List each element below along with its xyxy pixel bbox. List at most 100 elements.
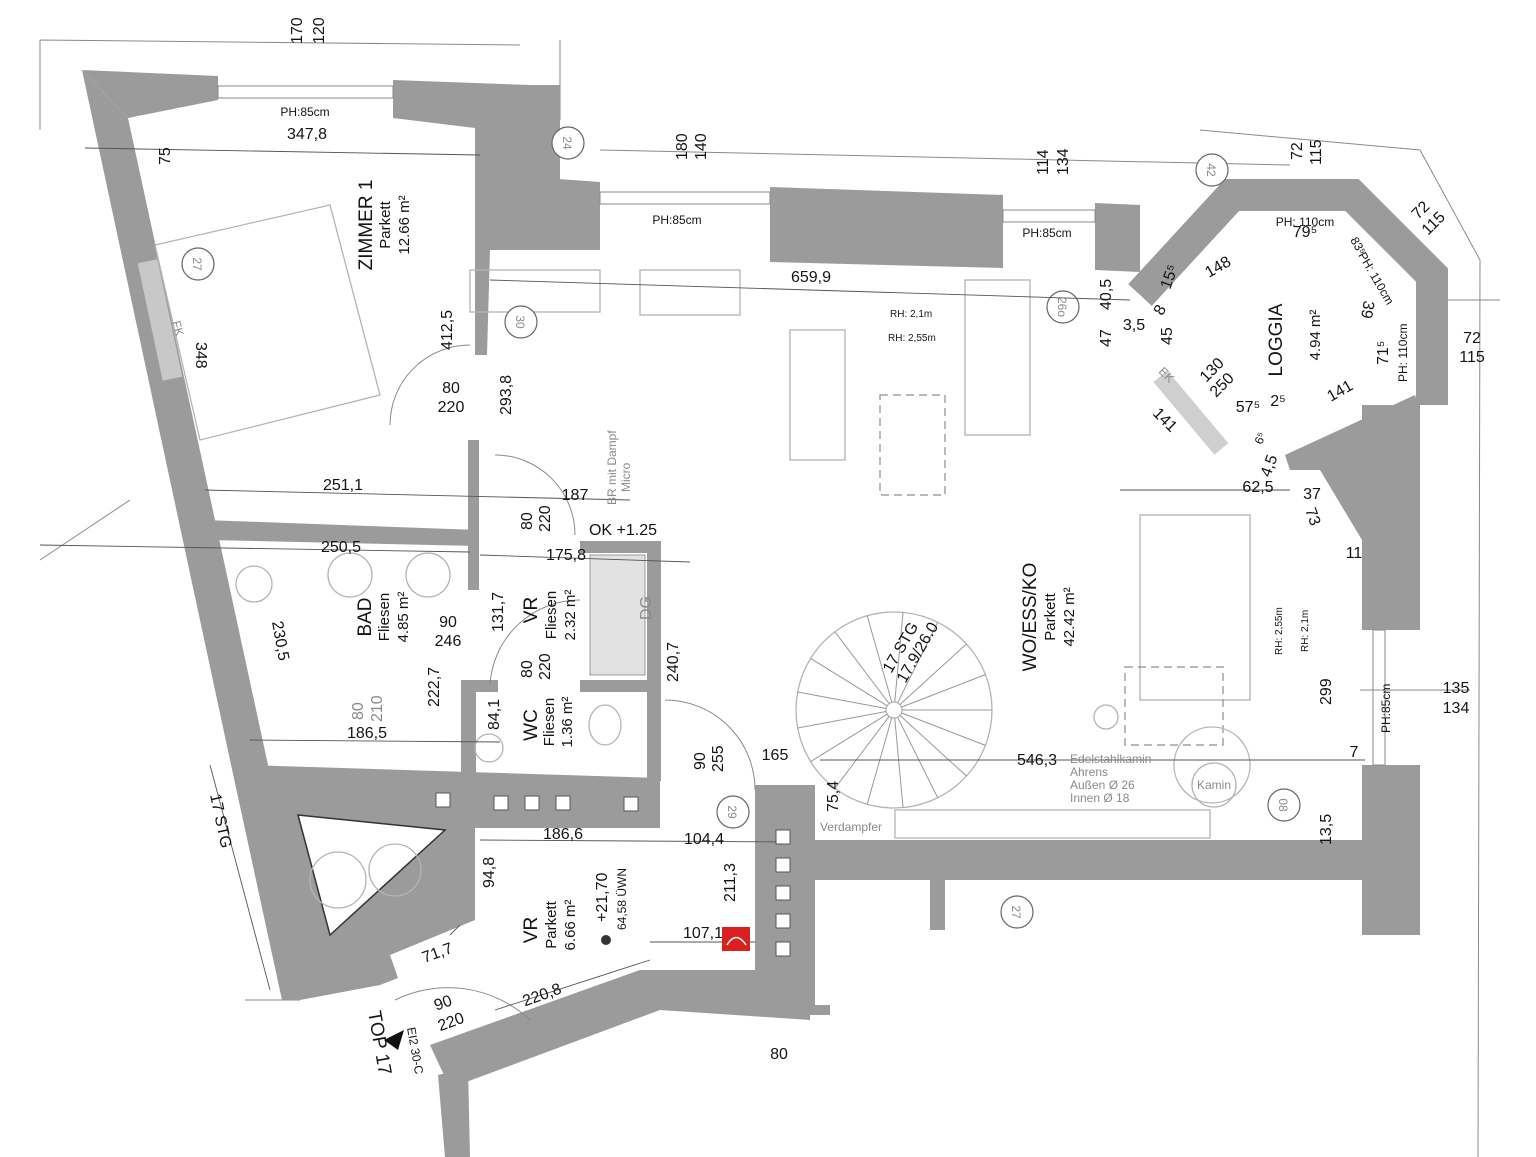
- dimension-label: 186,5: [347, 725, 387, 742]
- dimension-label: 141: [1324, 377, 1356, 405]
- sill-height-label: PH: 110cm: [1276, 215, 1334, 229]
- dimension-label: 2⁵: [1270, 393, 1286, 410]
- dimension-label: 45: [1159, 327, 1176, 345]
- dimension-label: 75,4: [825, 781, 842, 812]
- room-name: BAD: [355, 597, 376, 636]
- wall-bottom-entry: [430, 970, 830, 1088]
- axis-markers: 24 27 30 26o 42 29 08 27: [181, 126, 1301, 929]
- dimension-label: 131,7: [490, 592, 507, 632]
- wall-top-middle: [770, 187, 1003, 268]
- dimension-label: 73: [1301, 506, 1323, 529]
- sill-height-label: PH:85cm: [652, 213, 701, 227]
- verdampfer-label: Verdampfer: [820, 820, 882, 834]
- fireplace-label: Edelstahlkamin: [1070, 752, 1151, 766]
- room-name: LOGGIA: [1266, 303, 1287, 376]
- stair-tread: [901, 674, 986, 708]
- door-swing-wc: [489, 599, 581, 686]
- entry-arrow-icon: [384, 1030, 404, 1050]
- dimension-label: 170: [289, 17, 306, 44]
- room-area: 42.42 m²: [1061, 587, 1078, 646]
- axis-marker: 26o: [1055, 297, 1069, 317]
- dimension-label: 80: [770, 1046, 788, 1063]
- dimension-label: 40,5: [1098, 279, 1115, 310]
- room-floor: Parkett: [1042, 592, 1059, 640]
- dimension-label: 114: [1035, 149, 1052, 175]
- stair-tread: [901, 712, 986, 746]
- stair-tread: [897, 716, 939, 798]
- door-swing-kitchen: [494, 454, 576, 536]
- dining-table: [964, 279, 1031, 436]
- dimension-label: 246: [435, 633, 462, 650]
- dimension-label: 72: [1463, 330, 1481, 347]
- door-swing-living: [664, 699, 756, 791]
- dimension-label: 220: [436, 1010, 467, 1035]
- dimension-label: 220: [537, 505, 554, 532]
- ceiling-height-label: RH: 2,55m: [1274, 607, 1285, 655]
- dimension-label: 80: [442, 380, 460, 397]
- dimension-label: 220: [537, 653, 554, 680]
- room-vr-entry: VR Parkett 6.66 m²: [521, 900, 579, 951]
- windows: [217, 85, 1386, 766]
- dimension-label: 39: [1357, 299, 1377, 320]
- ceiling-height-label: RH: 2,1m: [1300, 610, 1311, 652]
- axis-marker: 27: [1009, 905, 1023, 919]
- axis-marker: 42: [1204, 163, 1218, 177]
- dimension-label: 348: [192, 342, 209, 369]
- dimension-label: 94,8: [481, 857, 498, 888]
- washbasin-1: [327, 552, 373, 598]
- dimension-label: 57⁵: [1236, 399, 1260, 416]
- shower-label: DG: [638, 596, 655, 620]
- shower: [589, 554, 646, 676]
- tv-bench: [894, 809, 1211, 839]
- room-area: 1.36 m²: [559, 697, 576, 748]
- stair-tread: [866, 717, 893, 805]
- room-floor: Fliesen: [541, 698, 558, 746]
- fireplace-label: Innen Ø 18: [1070, 791, 1130, 805]
- dimension-label: 107,1: [683, 925, 723, 942]
- level-label: +21,70: [594, 873, 611, 922]
- ek-radiator: [1153, 370, 1229, 455]
- dimension-label: 659,9: [791, 269, 831, 286]
- room-floor: Fliesen: [543, 591, 560, 639]
- dimension-label: 134: [1055, 148, 1072, 175]
- dimension-label: 220: [438, 399, 465, 416]
- dimension-label: 230,5: [268, 620, 292, 662]
- wall-zimmer-bad: [205, 520, 478, 546]
- fk-label: FK: [169, 319, 186, 337]
- dimension-label: 293,8: [498, 375, 515, 415]
- window-dining: [1002, 209, 1096, 223]
- dimension-label: 115: [1459, 349, 1485, 366]
- wall-left: [82, 70, 300, 1000]
- wall-top-left-block: [530, 85, 560, 180]
- room-area: 12.66 m²: [396, 195, 413, 254]
- stair-tread: [897, 622, 939, 704]
- dimension-label: 104,4: [684, 831, 724, 848]
- dimension-label: 11: [1346, 545, 1363, 562]
- wall-right-lower: [1362, 765, 1420, 935]
- dimension-label: 240,7: [665, 642, 682, 682]
- wall-bad-vr: [461, 680, 476, 780]
- dimension-label: 3,5: [1123, 317, 1145, 334]
- elevator-circle-2: [368, 843, 422, 897]
- dimension-label: 8: [1151, 302, 1170, 318]
- kitchen-counter: [469, 269, 601, 313]
- fk-radiator: [137, 259, 183, 381]
- dimension-label: 115: [1308, 139, 1325, 165]
- dimension-label: 80: [519, 660, 536, 678]
- dimension-label: 4,5: [1258, 453, 1282, 480]
- room-labels: ZIMMER 1 Parkett 12.66 m² WO/ESS/KO Park…: [355, 180, 1324, 951]
- entry-door-rating: EI2 30-C: [404, 1026, 426, 1075]
- elevator-circle-1: [309, 851, 367, 909]
- dimension-label: 90: [439, 614, 457, 631]
- dimension-label: 180: [674, 133, 691, 160]
- coffee-table: [1124, 666, 1224, 746]
- dimension-label: 141: [1149, 405, 1180, 436]
- wall-right-upper: [1320, 405, 1420, 630]
- ceiling-height-label: RH: 2,1m: [890, 309, 932, 320]
- outline-lines: [39, 39, 1500, 1157]
- sill-height-label: PH: 110cm: [1355, 250, 1396, 308]
- room-wc: WC Fliesen 1.36 m²: [521, 697, 576, 748]
- room-floor: Parkett: [543, 900, 560, 948]
- dimension-label: 134: [1443, 700, 1470, 717]
- furniture: [137, 204, 1251, 1021]
